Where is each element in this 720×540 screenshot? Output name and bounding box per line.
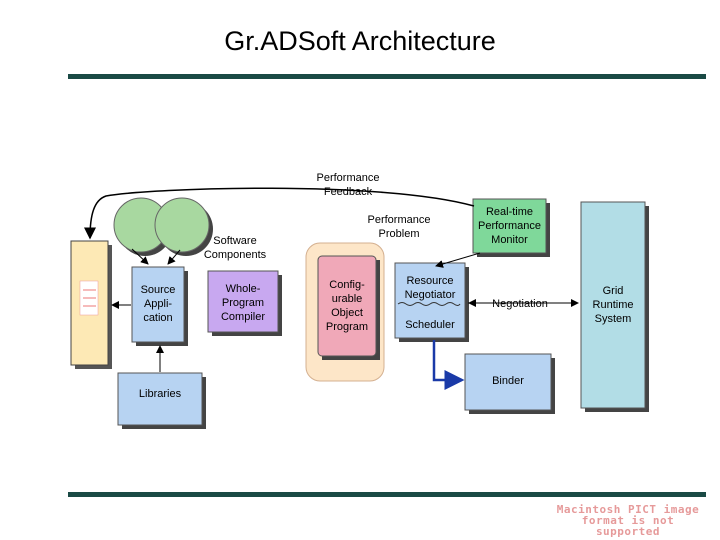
- performance-problem-arrow: [435, 252, 481, 268]
- object-program-box: [317, 255, 377, 357]
- slide-title: Gr.ADSoft Architecture: [224, 26, 496, 56]
- scheduler-label: Scheduler: [405, 319, 455, 331]
- title-rule: [68, 74, 706, 79]
- negotiator-divider: [397, 302, 461, 306]
- component-arrow-right: [167, 249, 181, 265]
- performance-problem-label: Performance Problem: [367, 214, 431, 240]
- component-arrow-left: [131, 248, 149, 265]
- compiler-label: Whole- Program Compiler: [220, 283, 265, 323]
- negotiator-scheduler-box: [394, 262, 466, 339]
- performance-monitor-label: Real-time Performance Monitor: [478, 206, 541, 246]
- component-circle-right: [154, 197, 210, 253]
- software-components-label: Software Components: [203, 235, 267, 261]
- resource-negotiator-label: Resource Negotiator: [404, 275, 456, 301]
- compiler-box: [207, 270, 279, 333]
- footer-rule: [68, 492, 706, 497]
- binder-label: Binder: [492, 375, 524, 387]
- performance-monitor-box: [472, 198, 547, 254]
- negotiation-label: Negotiation: [492, 298, 548, 310]
- performance-feedback-arrow: [84, 187, 475, 240]
- source-application-box: [131, 266, 185, 343]
- object-program-label: Config- urable Object Program: [325, 279, 369, 333]
- performance-feedback-label: Performance Feedback: [316, 172, 380, 198]
- grid-runtime-label: Grid Runtime System: [592, 285, 634, 325]
- scheduler-to-binder-arrow: [432, 340, 465, 390]
- pict-placeholder: Macintosh PICT image format is not suppo…: [556, 503, 700, 538]
- binder-box: [464, 353, 552, 411]
- source-application-label: Source Appli- cation: [140, 284, 176, 324]
- libraries-box: [117, 372, 203, 426]
- grid-runtime-box: [580, 201, 646, 409]
- libraries-label: Libraries: [138, 388, 182, 400]
